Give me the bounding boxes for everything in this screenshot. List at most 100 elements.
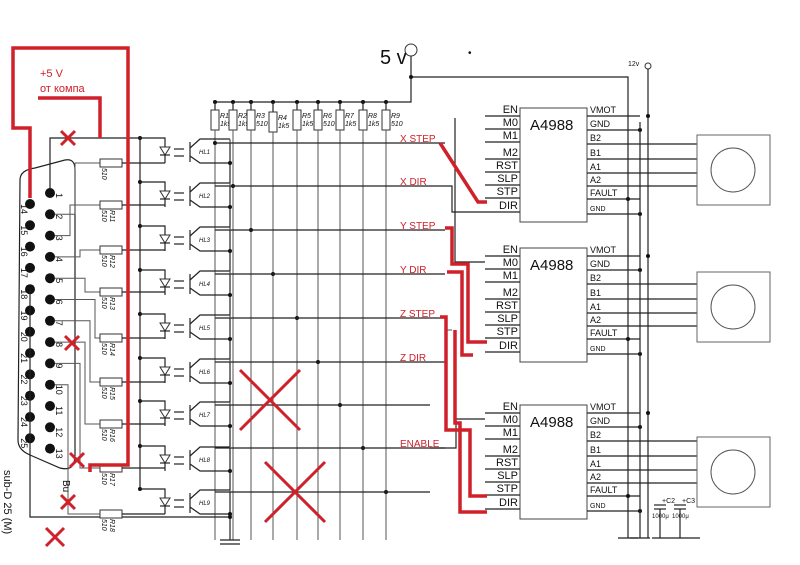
driver-pin-en: EN [503, 244, 518, 256]
red-cross-mark [44, 526, 66, 548]
capacitor-value: 1000μ [652, 514, 669, 520]
pin1-wire [49, 137, 140, 188]
led-icon [159, 234, 171, 244]
driver-pin-b2: B2 [590, 430, 601, 440]
db25-pin-label: 1 [54, 193, 64, 198]
driver-pin-a1: A1 [590, 302, 601, 312]
optocoupler-hl5 [159, 322, 171, 332]
driver-pin-m1: M1 [503, 270, 518, 282]
pullup-ref: R5 [302, 113, 311, 120]
driver-pin-stp: STP [497, 186, 518, 198]
driver-pin-stp: STP [497, 483, 518, 495]
driver-pin-slp: SLP [497, 470, 518, 482]
phototransistor-emitter [189, 463, 230, 472]
signal-label-y-dir: Y DIR [400, 265, 427, 276]
driver-a4988-2 [519, 247, 588, 363]
driver-pin-fault: FAULT [590, 328, 618, 338]
input-resistor-ref: R11 [108, 210, 115, 222]
red-cross-mark [59, 493, 77, 511]
driver-pin-m2: M2 [503, 444, 518, 456]
db25-pin-label: 11 [54, 406, 64, 415]
db25-pin-7 [45, 315, 55, 326]
driver-body [519, 404, 588, 520]
db25-pin-14 [25, 199, 35, 209]
junction-dot [228, 381, 232, 385]
led-anode-wire [140, 181, 166, 191]
driver-pin-dir: DIR [499, 340, 518, 352]
db25-pin-label: 23 [19, 396, 29, 406]
phototransistor-collector [189, 270, 230, 281]
junction-dot [228, 512, 232, 516]
input-resistor-ref: R16 [108, 429, 115, 442]
red-y-step-route [445, 226, 487, 344]
db25-pin-16 [25, 241, 35, 252]
db25-pin-label: 25 [19, 438, 29, 448]
pullup-value: 510 [391, 121, 403, 128]
db25-pin-17 [25, 262, 35, 273]
input-resistor-ref: R17 [108, 473, 115, 487]
input-resistor-r16 [99, 419, 123, 429]
pullup-ref: R4 [278, 115, 287, 122]
input-resistor-value: 510 [100, 210, 107, 222]
junction-dot [228, 515, 232, 519]
pullup-value: 1k5 [238, 121, 249, 128]
driver-pin-vmot: VMOT [590, 105, 617, 115]
db25-pin-label: 22 [19, 374, 29, 384]
db25-pin-label: 6 [54, 300, 64, 305]
driver-pin-slp: SLP [497, 313, 518, 325]
driver-pin-gnd: GND [590, 206, 606, 213]
phototransistor-collector [189, 446, 230, 457]
driver-pin-fault: FAULT [590, 485, 618, 495]
db25-pin-18 [25, 284, 35, 295]
pullup-ref: R2 [238, 113, 247, 120]
capacitor-ref: +C3 [682, 498, 695, 505]
led-anode-wire [140, 445, 166, 455]
db25-pin-label: 17 [19, 268, 29, 278]
optocoupler-label: HL4 [199, 282, 211, 288]
led-icon [159, 366, 171, 376]
db25-pin-2 [45, 209, 55, 220]
input-resistor-ref: R15 [108, 387, 115, 400]
pullup-ref: R6 [323, 113, 332, 120]
input-wire [55, 299, 100, 339]
red-5v-tap-wire [38, 96, 102, 138]
vcc-5v-terminal [404, 43, 418, 57]
driver-pin-m1: M1 [503, 130, 518, 142]
plus-5v-annotation: +5 V [40, 68, 64, 80]
motor-rotor-icon [710, 449, 756, 495]
input-wire [55, 204, 100, 237]
motor-rotor-icon [710, 284, 756, 330]
input-resistor-r14 [99, 333, 123, 343]
input-resistor-r12 [99, 245, 123, 255]
db25-pin-label: 21 [19, 353, 29, 363]
enable-route-z [430, 418, 485, 449]
signal-label-enable: ENABLE [400, 439, 440, 450]
optocoupler-label: HL9 [199, 501, 211, 507]
optocoupler-label: HL2 [199, 194, 211, 200]
optocoupler-hl8 [159, 454, 171, 464]
stray-dot: • [468, 48, 472, 59]
driver-pin-gnd: GND [590, 346, 606, 353]
db25-pin-label: 3 [54, 236, 64, 241]
input-resistor-r13 [99, 287, 123, 297]
driver-pin-a2: A2 [590, 175, 601, 185]
db25-pin-label: 5 [54, 278, 64, 283]
pullup-resistor-r4 [268, 111, 278, 133]
red-cross-mark [238, 368, 302, 432]
phototransistor-collector [189, 314, 230, 325]
optocoupler-hl4 [159, 278, 171, 288]
led-icon [159, 190, 171, 200]
led-anode-wire [140, 357, 166, 367]
junction-dot [228, 205, 232, 209]
pullup-value: 1k5 [220, 121, 231, 128]
stepper-motor-1 [696, 134, 771, 206]
stepper-motor-3 [696, 436, 771, 508]
driver-pin-m2: M2 [503, 147, 518, 159]
driver-pin-a2: A2 [590, 315, 601, 325]
db25-pin-10 [45, 379, 55, 390]
driver-pin-a2: A2 [590, 472, 601, 482]
driver-pin-dir: DIR [499, 497, 518, 509]
driver-pin-dir: DIR [499, 200, 518, 212]
phototransistor-collector [189, 358, 230, 369]
db25-pin-8 [45, 337, 55, 348]
